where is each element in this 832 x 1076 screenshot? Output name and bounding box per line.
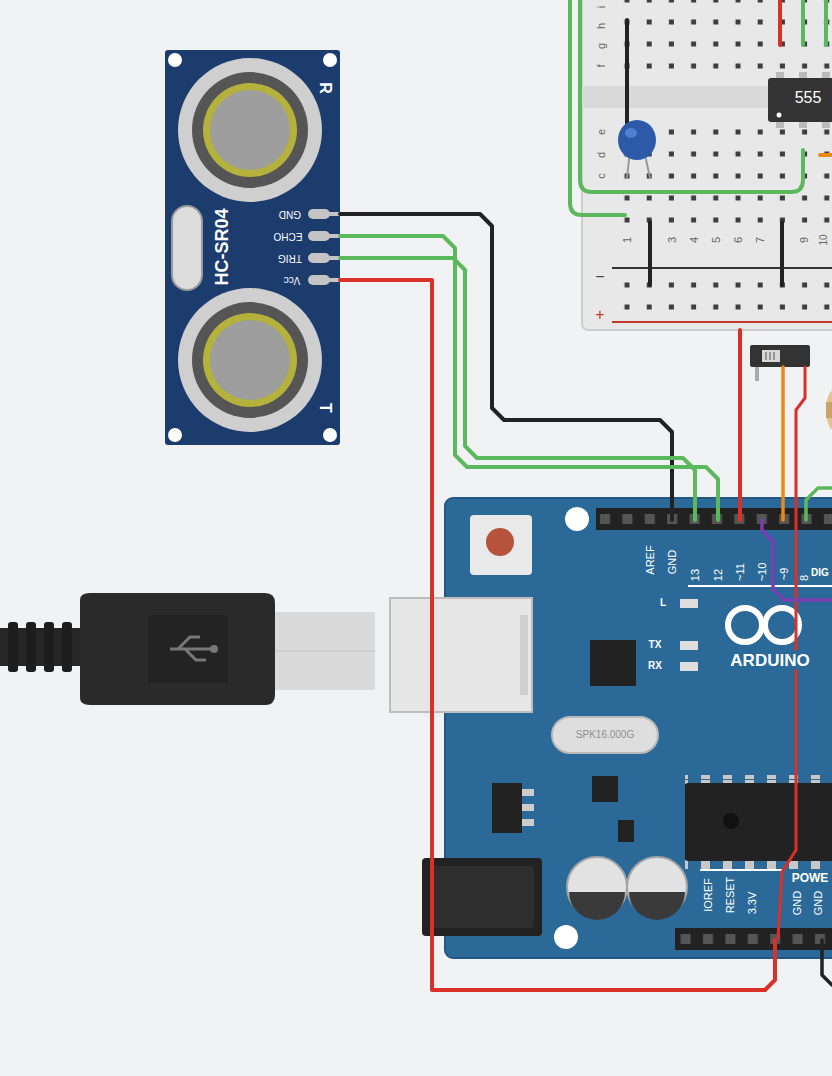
board-label: RESET [725,877,736,914]
breadboard-wires [570,0,832,285]
board-label: DIG [811,568,829,578]
board-label: GND [813,891,824,915]
breadboard-label: + [595,307,604,323]
sensor-label: ECHO [274,231,303,241]
breadboard-body [582,0,832,330]
sensor-label: GND [279,209,301,219]
board-label: 3.3V [747,892,758,915]
board-label: 8 [799,575,810,581]
board-label: POWE [790,871,831,885]
board-label: IOREF [703,878,714,912]
resistor [826,390,832,430]
breadboard: 555 i h g f e d c 1 3 4 5 6 7 9 10 − + [582,0,832,330]
slide-switch [750,345,810,381]
board-label: GND [792,891,803,915]
board-label: SPK16.000G [576,730,634,740]
sensor-label: Vcc [284,275,301,285]
board-label: 13 [690,569,701,581]
breadboard-label: 5 [711,237,722,243]
jumper-wire [340,280,775,990]
sensor-label: T [317,403,333,413]
breadboard-label: − [595,269,604,285]
ultrasonic-sensor: HC-SR04 GND ECHO TRIG Vcc R T [165,50,340,445]
arduino-board: AREF GND 13 12 ~11 ~10 ~9 8DIG L TX RX ARDUINO SPK16… [445,498,832,958]
breadboard-label: h [596,23,607,29]
breadboard-label: 7 [755,237,766,243]
breadboard-label: 10 [819,234,829,245]
breadboard-label: 9 [799,237,810,243]
breadboard-label: 6 [733,237,744,243]
usb-cable [0,593,375,705]
board-label: ~9 [779,568,790,581]
sensor-label: TRIG [278,253,302,263]
breadboard-label: c [596,173,607,179]
breadboard-label: e [596,129,607,135]
sensor-board [165,50,340,445]
board-label: L [660,598,666,608]
board-label: ~11 [735,563,746,581]
board-label: GND [667,550,678,574]
timer-chip: 555 [768,78,832,122]
breadboard-label: g [596,43,607,49]
jumper-wire [738,330,742,520]
board-label: ARDUINO [728,651,811,670]
breadboard-label: 1 [622,237,633,243]
breadboard-label: i [596,6,607,8]
sensor-label: R [317,82,333,94]
loose-wires [330,214,832,985]
breadboard-label: f [596,64,607,67]
capacitor [618,120,656,178]
jumper-wire [340,258,695,520]
board-label: 12 [713,569,724,581]
sensor-label: HC-SR04 [213,208,231,285]
breadboard-label: d [596,152,607,158]
timer-chip-body [768,72,832,128]
chip-label: 555 [795,90,822,106]
breadboard-label: 4 [689,237,700,243]
board-label: RX [648,661,662,671]
board-label: AREF [645,545,656,574]
board-label: ~10 [757,563,768,582]
breadboard-label: 3 [667,237,678,243]
arduino-body [390,498,832,958]
board-label: TX [649,640,662,650]
